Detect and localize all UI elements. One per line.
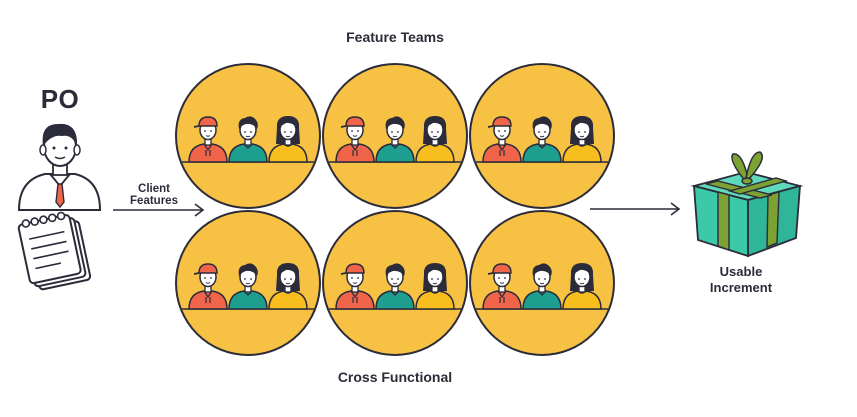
product-owner-icon	[17, 123, 102, 211]
product-owner-label: PO	[40, 84, 80, 114]
team-circle-2	[323, 64, 467, 208]
notepad-icon	[17, 211, 92, 291]
cross-functional-title: Cross Functional	[337, 369, 453, 385]
team-circle-5	[323, 211, 467, 355]
usable-increment-line-2: Increment	[709, 280, 773, 295]
client-features-line-2: Features	[130, 195, 178, 207]
team-circles	[176, 64, 614, 355]
feature-teams-title: Feature Teams	[346, 29, 444, 45]
output-arrow	[590, 202, 681, 216]
team-circle-4	[176, 211, 320, 355]
client-features-line-1: Client	[138, 183, 170, 195]
usable-increment-line-1: Usable	[719, 264, 763, 279]
team-circle-3	[470, 64, 614, 208]
client-features-label: Client Features	[108, 183, 200, 207]
gift-box-icon	[690, 151, 804, 258]
input-arrow	[113, 203, 205, 217]
usable-increment-label: Usable Increment	[686, 264, 796, 296]
team-circle-6	[470, 211, 614, 355]
